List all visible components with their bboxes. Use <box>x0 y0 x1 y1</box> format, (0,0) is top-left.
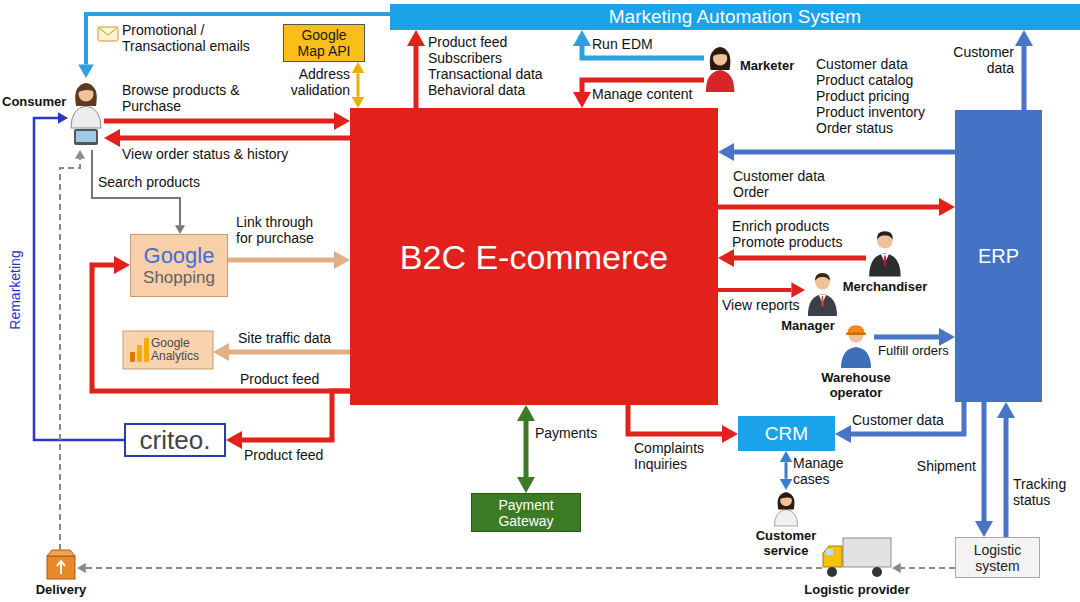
connector <box>86 567 822 569</box>
node-label: B2C E-commerce <box>400 237 668 277</box>
actor-label: Consumer <box>2 94 66 109</box>
actor-label: Merchandiser <box>834 279 936 294</box>
edge-label: Product feed <box>240 371 340 387</box>
edge-label: Manage cases <box>793 455 853 487</box>
edge-label: Link through for purchase <box>236 214 326 246</box>
connector <box>1004 418 1009 537</box>
system-box: Payment Gateway <box>471 493 581 532</box>
connector <box>524 421 529 477</box>
edge-label: Run EDM <box>592 36 682 52</box>
connector <box>104 119 334 124</box>
node-label: Payment Gateway <box>478 497 574 529</box>
connector <box>718 288 791 292</box>
actor: Merchandiser <box>866 224 904 276</box>
node-label: Google Analytics <box>151 337 213 363</box>
service-box: criteo. <box>124 423 226 457</box>
email-icon <box>98 27 118 41</box>
service-box: GoogleShopping <box>130 234 228 297</box>
node-label: ERP <box>978 244 1019 268</box>
service-figure <box>774 492 797 526</box>
consumer-figure <box>71 83 101 145</box>
actor: Manager <box>805 268 840 316</box>
actor-label: Delivery <box>33 582 89 597</box>
connector <box>628 405 722 434</box>
actor-label: Warehouse operator <box>810 370 902 400</box>
edge-label: Customer data Order <box>733 168 838 200</box>
actor-label: Marketer <box>740 58 810 73</box>
connector <box>734 256 866 261</box>
system-box: CRM <box>738 416 835 451</box>
platform-box: B2C E-commerce <box>350 108 718 405</box>
service-box: Google Analytics <box>123 331 213 369</box>
connector <box>982 402 987 521</box>
connector <box>414 46 419 108</box>
system-box: Logistic system <box>955 537 1040 578</box>
warehouse-figure <box>841 325 871 368</box>
actor-label: Customer service <box>750 528 822 558</box>
actor-label: Manager <box>775 318 841 333</box>
node-label: Google <box>144 244 215 268</box>
connector <box>718 205 939 210</box>
marketer-figure <box>706 47 735 92</box>
connector <box>851 402 964 434</box>
actor: Consumer <box>68 78 104 150</box>
edge-label: Site traffic data <box>238 330 358 346</box>
edge-label: Customer data Product catalog Product pr… <box>816 56 941 136</box>
connector <box>874 335 939 340</box>
actor: Delivery <box>45 550 77 580</box>
connector <box>785 462 788 479</box>
edge-label: Browse products & Purchase <box>122 82 272 114</box>
edge-label: View reports <box>722 297 812 313</box>
node-label: Logistic system <box>960 542 1035 574</box>
edge-label: Remarketing <box>6 250 22 329</box>
analytics-panel <box>123 331 213 369</box>
connector <box>901 567 955 569</box>
system-band: Marketing Automation System <box>390 4 1080 30</box>
node-label: CRM <box>765 423 808 445</box>
edge-label: View order status & history <box>122 146 322 162</box>
truck-icon <box>823 538 891 577</box>
edge-label: Payments <box>535 425 615 441</box>
edge-label: Fulfill orders <box>878 343 954 359</box>
connector <box>242 391 350 440</box>
node-label: Google Map API <box>289 27 359 59</box>
manager-figure <box>808 273 837 316</box>
edge-label: Enrich products Promote products <box>732 218 857 250</box>
node-label: Shopping <box>143 268 215 288</box>
parcel-icon <box>47 550 75 579</box>
connector <box>229 350 350 355</box>
actor: Logistic provider <box>822 536 892 580</box>
connector <box>86 14 390 64</box>
connector <box>1022 46 1027 110</box>
edge-label: Complaints Inquiries <box>634 440 714 472</box>
node-label: Marketing Automation System <box>609 6 861 28</box>
system-box: ERP <box>955 110 1042 402</box>
edge-label: Product feed Subscribers Transactional d… <box>428 34 563 98</box>
connector <box>120 136 350 141</box>
connector <box>228 258 334 263</box>
edge-label: Promotional / Transactional emails <box>122 22 272 54</box>
edge-label: Tracking status <box>1013 476 1077 508</box>
actor: Warehouse operator <box>838 322 874 368</box>
edge-label: Address validation <box>278 66 350 98</box>
edge-label: Customer data <box>944 44 1014 76</box>
actor: Customer service <box>772 490 800 526</box>
edge-label: Search products <box>98 174 218 190</box>
node-label: criteo. <box>140 426 211 454</box>
actor: Marketer <box>704 44 736 92</box>
edge-label: Customer data <box>852 412 952 428</box>
merchandiser-figure <box>869 231 901 276</box>
api-box: Google Map API <box>283 24 365 62</box>
edge-label: Shipment <box>900 458 976 474</box>
connector <box>734 150 955 155</box>
connector <box>357 73 360 97</box>
connector <box>60 159 80 550</box>
edge-label: Manage content <box>592 86 702 102</box>
edge-label: Product feed <box>244 447 344 463</box>
actor-label: Logistic provider <box>797 582 917 597</box>
